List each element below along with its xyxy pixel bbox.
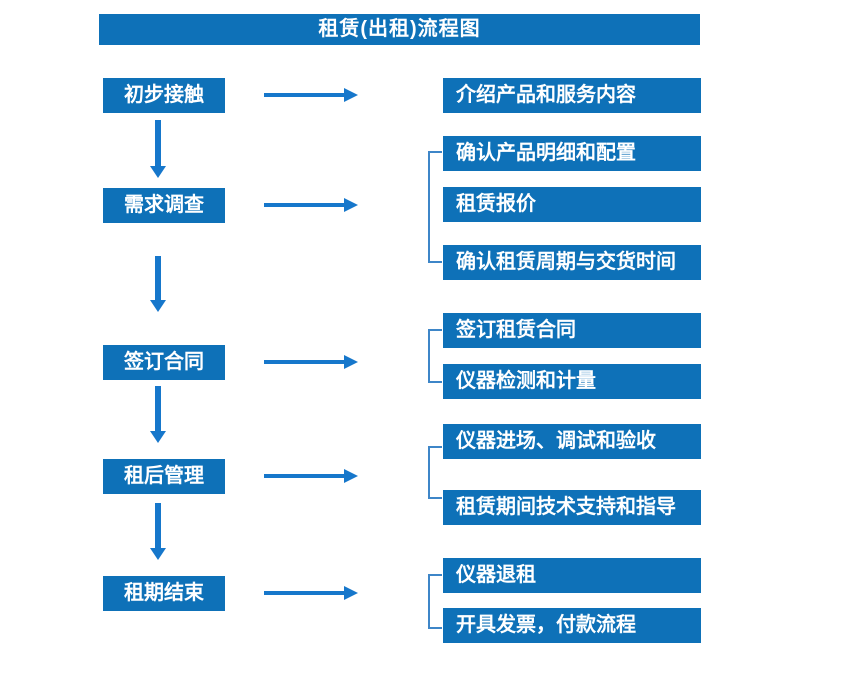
arrow-head xyxy=(344,198,358,212)
arrow-shaft xyxy=(264,591,344,595)
arrow-head xyxy=(344,586,358,600)
group-bracket-5 xyxy=(428,574,442,629)
arrow-shaft xyxy=(155,503,161,548)
step-box-initial-contact: 初步接触 xyxy=(103,78,225,113)
detail-box-invoice-payment: 开具发票，付款流程 xyxy=(443,608,701,643)
arrow-shaft xyxy=(264,93,344,97)
arrow-shaft xyxy=(155,386,161,431)
flowchart-title: 租赁(出租)流程图 xyxy=(99,14,700,45)
arrow-shaft xyxy=(264,203,344,207)
detail-box-equipment-setup-acceptance: 仪器进场、调试和验收 xyxy=(443,424,701,459)
detail-box-instrument-testing: 仪器检测和计量 xyxy=(443,364,701,399)
arrow-shaft xyxy=(264,474,344,478)
step-box-post-rental-management: 租后管理 xyxy=(103,459,225,494)
down-arrow-1 xyxy=(150,120,166,178)
detail-box-technical-support: 租赁期间技术支持和指导 xyxy=(443,490,701,525)
arrow-shaft xyxy=(155,120,161,166)
right-arrow-1 xyxy=(264,88,358,102)
detail-box-introduce-products: 介绍产品和服务内容 xyxy=(443,78,701,113)
detail-box-rental-quote: 租赁报价 xyxy=(443,187,701,222)
right-arrow-5 xyxy=(264,586,358,600)
detail-box-equipment-return: 仪器退租 xyxy=(443,558,701,593)
step-box-sign-contract: 签订合同 xyxy=(103,345,225,380)
group-bracket-3 xyxy=(428,329,442,383)
right-arrow-2 xyxy=(264,198,358,212)
arrow-shaft xyxy=(264,360,344,364)
arrow-head xyxy=(150,166,166,178)
down-arrow-3 xyxy=(150,386,166,443)
group-bracket-4 xyxy=(428,446,442,499)
detail-box-confirm-period-delivery: 确认租赁周期与交货时间 xyxy=(443,245,701,280)
step-box-rental-end: 租期结束 xyxy=(103,576,225,611)
detail-box-sign-rental-contract: 签订租赁合同 xyxy=(443,313,701,348)
down-arrow-2 xyxy=(150,256,166,312)
group-bracket-2 xyxy=(428,151,442,263)
step-box-demand-survey: 需求调查 xyxy=(103,188,225,223)
right-arrow-4 xyxy=(264,469,358,483)
right-arrow-3 xyxy=(264,355,358,369)
down-arrow-4 xyxy=(150,503,166,560)
arrow-head xyxy=(150,300,166,312)
arrow-head xyxy=(150,548,166,560)
arrow-shaft xyxy=(155,256,161,300)
arrow-head xyxy=(344,469,358,483)
detail-box-confirm-product-config: 确认产品明细和配置 xyxy=(443,136,701,171)
arrow-head xyxy=(344,355,358,369)
arrow-head xyxy=(344,88,358,102)
arrow-head xyxy=(150,431,166,443)
